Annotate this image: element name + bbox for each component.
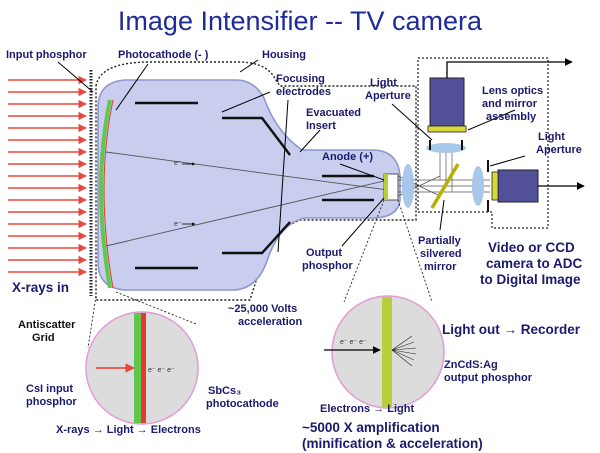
label-video-2: camera to ADC xyxy=(486,256,583,271)
label-evacuated-2: Insert xyxy=(306,120,336,132)
detail-photocathode xyxy=(141,313,146,423)
label-video-1: Video or CCD xyxy=(488,240,575,255)
label-antiscatter-1: Antiscatter xyxy=(18,319,76,331)
lens-1 xyxy=(402,164,414,208)
label-antiscatter-2: Grid xyxy=(32,332,55,344)
partially-silvered-mirror xyxy=(430,163,460,209)
xray-arrows xyxy=(8,75,87,277)
label-lens-optics-3: assembly xyxy=(486,111,537,123)
label-partially-silvered-2: silvered xyxy=(420,248,462,260)
lens-3 xyxy=(426,143,466,153)
zoom-guides xyxy=(87,199,433,349)
lens-2 xyxy=(472,166,484,206)
label-light-aperture-top-2: Aperture xyxy=(365,90,411,102)
label-zncds-1: ZnCdS:Ag xyxy=(444,359,498,371)
label-housing: Housing xyxy=(262,49,306,61)
page-title: Image Intensifier -- TV camera xyxy=(118,6,483,36)
photocathode-curve xyxy=(103,99,114,289)
label-partially-silvered-1: Partially xyxy=(418,235,462,247)
aperture-stops xyxy=(429,140,489,212)
camera-top-mount xyxy=(427,125,467,133)
label-csi-1: CsI input xyxy=(26,383,73,395)
label-volts-1: ~25,000 Volts xyxy=(228,303,297,315)
label-amplification-1: ~5000 X amplification xyxy=(302,420,440,435)
optics-enclosure xyxy=(417,57,549,229)
electron-label-bottom: e⁻ xyxy=(174,221,182,228)
camera-top-output-arrow xyxy=(446,58,573,78)
label-amplification-2: (minification & acceleration) xyxy=(302,436,483,451)
label-light-aperture-right-1: Light xyxy=(538,131,565,143)
label-sbcs-1: SbCs₃ xyxy=(208,385,241,397)
label-focusing-2: electrodes xyxy=(276,86,331,98)
label-xrays-light-electrons: X-rays → Light → Electrons xyxy=(56,424,201,436)
camera-right xyxy=(497,169,539,203)
detail-electrons-input: e⁻ e⁻ e⁻ xyxy=(148,367,175,374)
pointer-lines xyxy=(57,59,526,253)
label-sbcs-2: photocathode xyxy=(206,398,279,410)
label-zncds-2: output phosphor xyxy=(444,372,533,384)
label-photocathode: Photocathode (- ) xyxy=(118,49,209,61)
detail-input-phosphor xyxy=(134,313,141,423)
detail-electrons-output: e⁻ e⁻ e⁻ xyxy=(340,339,367,346)
input-phosphor-curve xyxy=(99,99,112,289)
detail-output-phosphor xyxy=(382,297,392,407)
label-output-phosphor-2: phosphor xyxy=(302,260,353,272)
label-focusing-1: Focusing xyxy=(276,73,325,85)
evacuated-insert xyxy=(97,79,401,291)
electron-label-top: e⁻ xyxy=(174,160,182,167)
camera-top xyxy=(429,77,465,127)
label-volts-2: acceleration xyxy=(238,316,302,328)
light-scatter-rays xyxy=(391,335,417,367)
label-electrons-light: Electrons → Light xyxy=(320,403,414,415)
label-light-aperture-right-2: Aperture xyxy=(536,144,582,156)
electron-paths xyxy=(105,151,389,247)
label-lens-optics-1: Lens optics xyxy=(482,85,543,97)
label-anode: Anode (+) xyxy=(322,151,373,163)
focusing-electrodes xyxy=(135,101,374,270)
label-xrays-in: X-rays in xyxy=(12,280,69,295)
camera-right-mount xyxy=(491,171,499,201)
label-evacuated-1: Evacuated xyxy=(306,107,361,119)
label-video-3: to Digital Image xyxy=(480,272,581,287)
label-partially-silvered-3: mirror xyxy=(424,261,457,273)
label-light-out: Light out → Recorder xyxy=(442,322,581,337)
label-light-aperture-top-1: Light xyxy=(370,77,397,89)
label-csi-2: phosphor xyxy=(26,396,77,408)
label-lens-optics-2: and mirror xyxy=(482,98,538,110)
label-output-phosphor-1: Output xyxy=(306,247,342,259)
label-input-phosphor: Input phosphor xyxy=(6,49,87,61)
output-phosphor-strip xyxy=(384,174,388,200)
